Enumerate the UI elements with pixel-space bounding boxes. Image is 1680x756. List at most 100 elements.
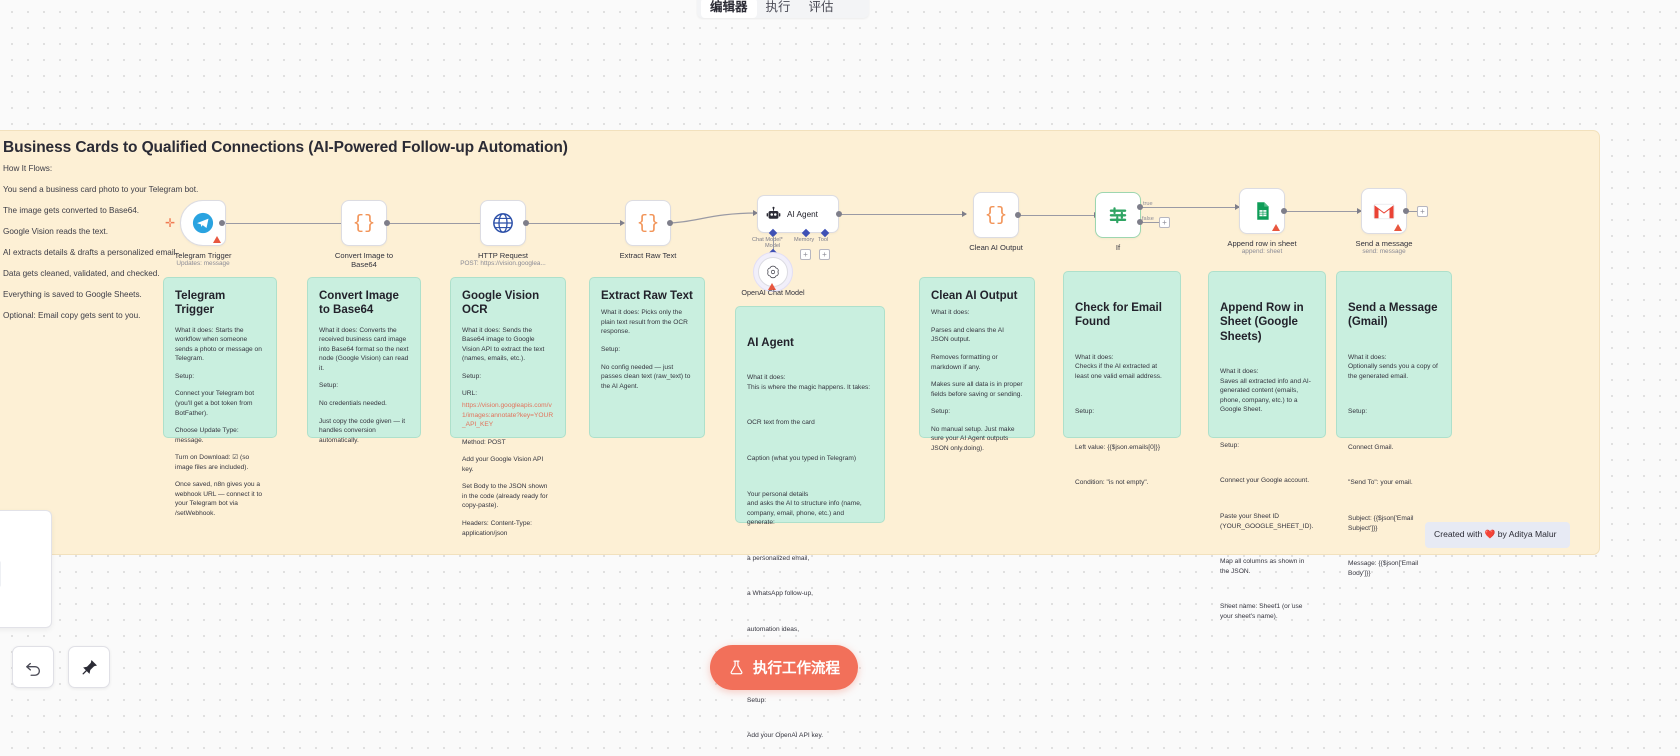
sticky-url[interactable]: https://vision.googleapis.com/v1/images:… <box>462 402 554 429</box>
sticky-paragraph: Map all columns as shown in the JSON. <box>1220 558 1305 575</box>
node-ai-agent[interactable]: AI Agent <box>757 195 839 233</box>
node-convert-image-to-base64[interactable]: {} Convert Image to Base64 <box>335 200 393 269</box>
sticky-paragraph: Condition: "is not empty". <box>1075 479 1149 487</box>
sticky-paragraph: Parses and cleans the AI JSON output. <box>931 326 1004 344</box>
node-openai-chat-model[interactable] <box>758 257 788 290</box>
execute-workflow-button[interactable]: 执行工作流程 <box>710 645 858 690</box>
credit-suffix: by Aditya Malur <box>1495 529 1557 539</box>
sticky-note-clean-ai-output[interactable]: Clean AI Output What it does: Parses and… <box>919 277 1035 452</box>
credit-badge[interactable]: Created with ❤️ by Aditya Malur <box>1425 522 1570 548</box>
node-label: Convert Image to Base64 <box>334 251 394 270</box>
heart-icon: ❤️ <box>1484 529 1496 539</box>
node-label: AI Agent <box>787 209 818 219</box>
node-output-port[interactable] <box>836 211 842 217</box>
sticky-paragraph: Setup: <box>931 408 951 416</box>
node-output-port[interactable] <box>1403 208 1409 214</box>
sticky-paragraph: Sheet name: Sheet1 (or use your sheet's … <box>1220 603 1303 620</box>
sticky-paragraph: Setup: <box>175 372 195 380</box>
node-telegram-trigger[interactable]: ✛ Telegram Trigger Updates: message <box>165 200 231 267</box>
add-node-left-icon[interactable]: ✛ <box>165 216 176 230</box>
sticky-paragraph: What it does: Optionally sends you a cop… <box>1348 353 1438 380</box>
node-output-port[interactable] <box>1015 212 1021 218</box>
sticky-paragraph: Connect your Telegram bot (you'll get a … <box>175 390 255 417</box>
execute-workflow-label: 执行工作流程 <box>753 661 840 677</box>
node-send-a-message[interactable]: Send a message send: message <box>1356 188 1413 255</box>
add-node-stub-end[interactable]: + <box>1417 205 1428 217</box>
wire-label-false: false <box>1142 216 1154 222</box>
sticky-paragraph: Your personal details and asks the AI to… <box>747 490 862 527</box>
sticky-paragraph: Left value: {{$json.emails[0]}} <box>1075 443 1161 451</box>
sticky-title: Telegram Trigger <box>175 290 226 317</box>
sticky-note-convert-image[interactable]: Convert Image to Base64 What it does: Co… <box>307 277 421 444</box>
minimap-viewport[interactable] <box>0 561 1 587</box>
undo-button[interactable] <box>12 646 54 688</box>
sticky-title: AI Agent <box>747 337 794 349</box>
robot-icon <box>766 206 781 219</box>
openai-icon <box>767 265 779 279</box>
sticky-paragraph: Connect Gmail. <box>1348 443 1394 451</box>
sticky-note-google-vision-ocr[interactable]: Google Vision OCR What it does: Sends th… <box>450 277 566 537</box>
top-tab-bar: 编辑器 执行 评估 <box>697 0 869 18</box>
node-http-request[interactable]: HTTP Request POST: https://vision.google… <box>460 200 546 267</box>
sticky-title: Convert Image to Base64 <box>319 290 399 317</box>
sticky-paragraph: Setup: <box>601 346 621 354</box>
sticky-paragraph: Just copy the code given — it handles co… <box>319 417 406 444</box>
pin-button[interactable] <box>68 646 110 688</box>
filter-icon <box>1109 207 1127 224</box>
node-sublabel: POST: https://vision.googlea... <box>460 260 546 267</box>
agent-port-label-memory: Memory <box>794 237 815 243</box>
node-output-port-false[interactable] <box>1137 219 1143 225</box>
node-output-port[interactable] <box>667 220 673 226</box>
undo-icon <box>25 662 40 676</box>
node-output-port[interactable] <box>219 220 225 226</box>
sticky-note-send-message[interactable]: Send a Message (Gmail) What it does: Opt… <box>1336 271 1452 577</box>
warning-icon <box>768 283 776 290</box>
node-label: Extract Raw Text <box>619 251 677 260</box>
sticky-paragraph: What it does: Converts the received busi… <box>319 326 409 372</box>
sticky-note-ai-agent[interactable]: AI Agent What it does: This is where the… <box>735 306 885 739</box>
sticky-paragraph: What it does: Saves all extracted info a… <box>1220 368 1311 414</box>
sticky-paragraph: What it does: Picks only the plain text … <box>601 309 688 336</box>
add-memory-button[interactable]: + <box>800 249 811 260</box>
node-extract-raw-text[interactable]: {} Extract Raw Text <box>620 200 676 260</box>
sticky-paragraph: What it does: Starts the workflow when s… <box>175 326 262 363</box>
wire-arrow <box>1235 203 1240 210</box>
tab-evaluations[interactable]: 评估 <box>808 0 834 14</box>
warning-icon <box>213 236 221 243</box>
node-label: Telegram Trigger <box>174 251 232 260</box>
node-output-port-true[interactable] <box>1137 204 1143 210</box>
sticky-title: Clean AI Output <box>931 290 1018 302</box>
node-output-port[interactable] <box>384 220 390 226</box>
sticky-paragraph: Method: POST <box>462 438 506 446</box>
sticky-note-extract-raw-text[interactable]: Extract Raw Text What it does: Picks onl… <box>589 277 705 438</box>
overview-line: Data gets cleaned, validated, and checke… <box>3 269 160 279</box>
node-label: Send a message <box>1355 239 1413 248</box>
sticky-paragraph: Setup: <box>1075 408 1095 416</box>
tab-editor[interactable]: 编辑器 <box>701 0 757 18</box>
sticky-paragraph: Add your Google Vision API key. <box>462 456 544 473</box>
wire-arrow <box>962 210 967 217</box>
node-clean-ai-output[interactable]: {} Clean AI Output <box>969 192 1023 252</box>
wire-extract-to-agent <box>665 212 758 224</box>
sticky-paragraph: Setup: <box>1220 441 1240 449</box>
add-tool-button[interactable]: + <box>819 249 830 260</box>
node-output-port[interactable] <box>1281 208 1287 214</box>
sticky-note-check-email-found[interactable]: Check for Email Found What it does: Chec… <box>1063 271 1181 486</box>
sticky-paragraph: What it does: This is where the magic ha… <box>747 374 871 391</box>
node-append-row-in-sheet[interactable]: Append row in sheet append: sheet <box>1227 188 1297 255</box>
wire-append-to-send <box>1281 211 1361 213</box>
sticky-note-append-row[interactable]: Append Row in Sheet (Google Sheets) What… <box>1208 271 1326 620</box>
tab-executions[interactable]: 执行 <box>765 0 791 14</box>
overview-line: You send a business card photo to your T… <box>3 185 199 195</box>
minimap-panel[interactable] <box>0 510 52 628</box>
node-if[interactable]: If <box>1095 192 1141 252</box>
add-node-stub-false[interactable]: + <box>1159 216 1170 228</box>
sticky-title: Check for Email Found <box>1075 302 1162 329</box>
sticky-paragraph: URL: <box>462 390 478 398</box>
node-output-port[interactable] <box>523 220 529 226</box>
sticky-paragraph: OCR text from the card <box>747 419 815 427</box>
sticky-note-telegram-trigger[interactable]: Telegram Trigger What it does: Starts th… <box>163 277 277 517</box>
google-sheets-icon <box>1256 202 1269 220</box>
agent-port-label-chat-model: Chat Model* <box>752 237 783 243</box>
gmail-icon <box>1373 203 1395 219</box>
